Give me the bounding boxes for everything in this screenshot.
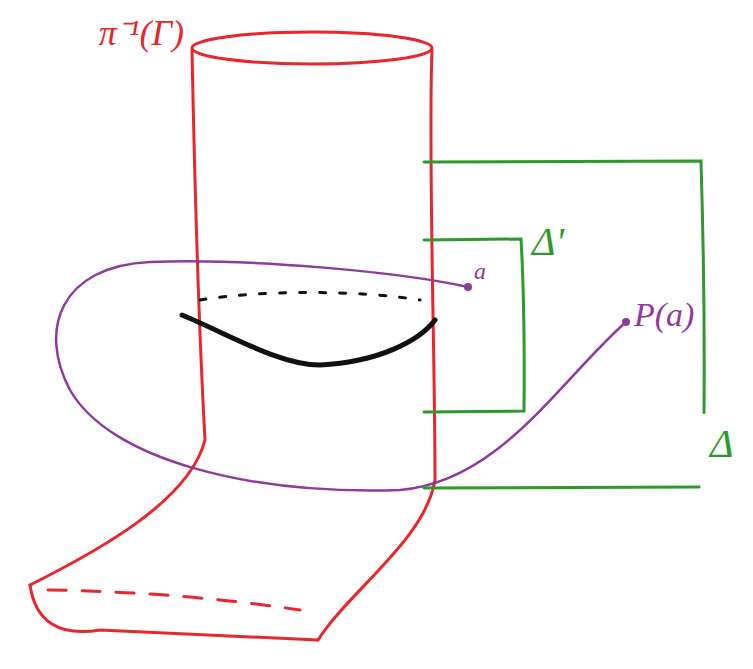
region-label: Δ xyxy=(708,422,735,466)
point-dot xyxy=(622,318,630,326)
point-label: P(a) xyxy=(632,296,696,333)
curve-gamma xyxy=(182,315,435,365)
cylinder-bottom xyxy=(30,585,318,640)
point-label: a xyxy=(472,258,488,284)
square-outline xyxy=(420,238,525,413)
hidden-curve xyxy=(200,293,420,301)
preimage-label: π⁻¹(Γ) xyxy=(97,14,186,54)
cylinder-top xyxy=(192,32,432,64)
region-label: Δ' xyxy=(530,220,566,264)
square-edge xyxy=(424,161,704,488)
square-edge xyxy=(424,239,524,412)
cylinder-right-side xyxy=(318,50,435,640)
return-path xyxy=(56,261,626,490)
region-square: Δ' xyxy=(420,238,525,413)
cylinder xyxy=(30,32,435,640)
point-dot xyxy=(464,283,472,291)
cylinder-left-side xyxy=(30,50,205,585)
cylinder-bottom-hidden xyxy=(48,590,300,610)
